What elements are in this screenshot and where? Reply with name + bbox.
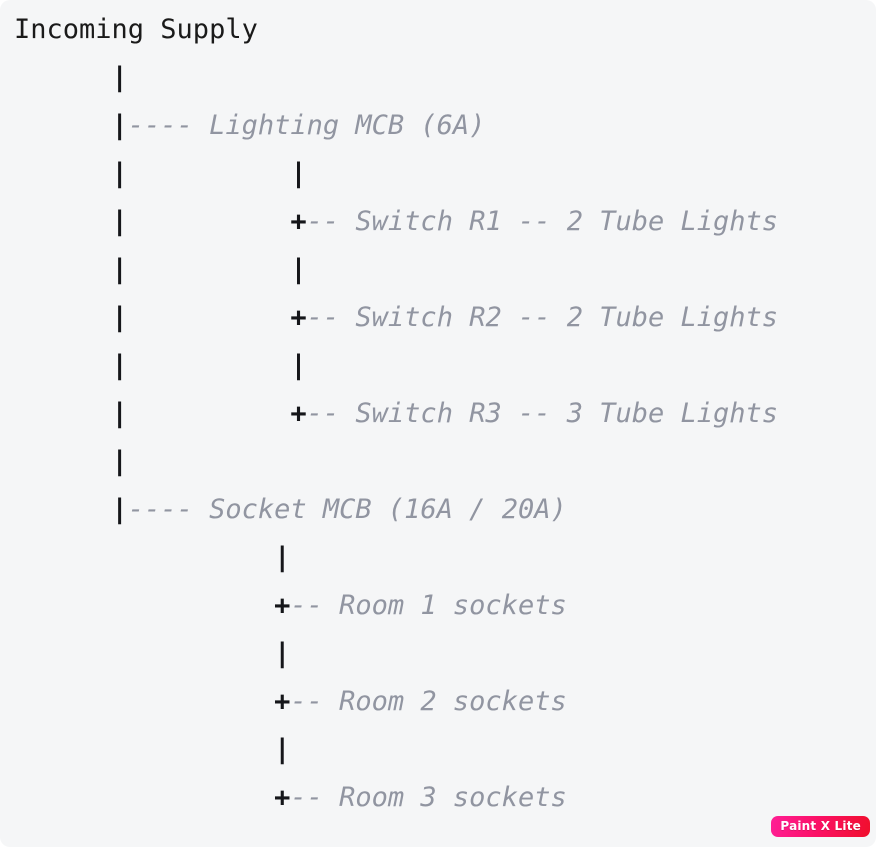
vertical-connector: |: [111, 206, 128, 237]
vertical-connector: |: [111, 446, 128, 477]
tree-line-stem-6: |: [14, 534, 778, 582]
indent-spacer: [14, 206, 112, 237]
vertical-connector: |: [111, 254, 128, 285]
room-3-sockets-label: Room 3 sockets: [322, 782, 567, 813]
tree-line-room-2: +-- Room 2 sockets: [14, 678, 778, 726]
vertical-connector-inner: |: [274, 734, 291, 765]
indent-spacer: [128, 350, 291, 381]
lighting-mcb-label: Lighting MCB (6A): [192, 110, 486, 141]
vertical-connector: |: [111, 350, 128, 381]
tree-line-stem-4: | |: [14, 342, 778, 390]
vertical-connector-inner: |: [274, 638, 291, 669]
leaf-dashes: --: [306, 206, 340, 237]
indent-spacer: [14, 158, 112, 189]
root-node-label: Incoming Supply: [14, 14, 258, 45]
vertical-connector-inner: |: [290, 254, 307, 285]
tree-line-stem-7: |: [14, 630, 778, 678]
tee-connector: +: [290, 206, 307, 237]
switch-r3-label: Switch R3 -- 3 Tube Lights: [339, 398, 779, 429]
indent-spacer: [14, 590, 274, 621]
tree-line-socket-mcb: |---- Socket MCB (16A / 20A): [14, 486, 778, 534]
leaf-dashes: --: [290, 782, 323, 813]
leaf-dashes: --: [306, 398, 340, 429]
tree-line-stem-8: |: [14, 726, 778, 774]
ascii-tree-diagram: Incoming Supply | |---- Lighting MCB (6A…: [14, 6, 778, 822]
indent-spacer: [128, 206, 291, 237]
leaf-dashes: --: [290, 590, 323, 621]
indent-spacer: [128, 398, 291, 429]
branch-dashes: ----: [127, 494, 193, 525]
tree-line-root: Incoming Supply: [14, 6, 778, 54]
indent-spacer: [14, 350, 112, 381]
room-2-sockets-label: Room 2 sockets: [322, 686, 567, 717]
vertical-connector-inner: |: [290, 158, 307, 189]
vertical-connector: |: [111, 398, 128, 429]
tree-line-switch-r3: | +-- Switch R3 -- 3 Tube Lights: [14, 390, 779, 438]
tee-connector: +: [274, 590, 291, 621]
indent-spacer: [14, 734, 274, 765]
indent-spacer: [128, 302, 291, 333]
leaf-dashes: --: [306, 302, 340, 333]
tree-line-lighting-mcb: |---- Lighting MCB (6A): [14, 102, 778, 150]
paint-x-lite-watermark: Paint X Lite: [771, 816, 870, 837]
branch-dashes: ----: [127, 110, 193, 141]
vertical-connector: |: [111, 494, 128, 525]
leaf-dashes: --: [290, 686, 323, 717]
indent-spacer: [14, 302, 112, 333]
tree-line-switch-r2: | +-- Switch R2 -- 2 Tube Lights: [14, 294, 779, 342]
indent-spacer: [128, 158, 291, 189]
switch-r2-label: Switch R2 -- 2 Tube Lights: [339, 302, 779, 333]
indent-spacer: [14, 398, 112, 429]
socket-mcb-label: Socket MCB (16A / 20A): [192, 494, 567, 525]
tree-line-stem-2: | |: [14, 150, 778, 198]
indent-spacer: [14, 254, 112, 285]
indent-spacer: [14, 638, 274, 669]
vertical-connector: |: [111, 62, 128, 93]
tee-connector: +: [274, 782, 291, 813]
tree-line-switch-r1: | +-- Switch R1 -- 2 Tube Lights: [14, 198, 779, 246]
indent-spacer: [128, 254, 291, 285]
tree-line-stem-3: | |: [14, 246, 778, 294]
vertical-connector: |: [111, 302, 128, 333]
room-1-sockets-label: Room 1 sockets: [322, 590, 567, 621]
indent-spacer: [14, 446, 112, 477]
vertical-connector: |: [111, 110, 128, 141]
tee-connector: +: [290, 302, 307, 333]
tee-connector: +: [274, 686, 291, 717]
tree-line-room-1: +-- Room 1 sockets: [14, 582, 778, 630]
tee-connector: +: [290, 398, 307, 429]
vertical-connector-inner: |: [290, 350, 307, 381]
indent-spacer: [14, 542, 274, 573]
tree-line-stem-5: |: [14, 438, 778, 486]
indent-spacer: [14, 110, 112, 141]
indent-spacer: [14, 494, 112, 525]
tree-line-room-3: +-- Room 3 sockets: [14, 774, 778, 822]
indent-spacer: [14, 782, 274, 813]
indent-spacer: [14, 62, 112, 93]
indent-spacer: [14, 686, 274, 717]
tree-line-stem-1: |: [14, 54, 778, 102]
switch-r1-label: Switch R1 -- 2 Tube Lights: [339, 206, 779, 237]
vertical-connector: |: [111, 158, 128, 189]
vertical-connector-inner: |: [274, 542, 291, 573]
